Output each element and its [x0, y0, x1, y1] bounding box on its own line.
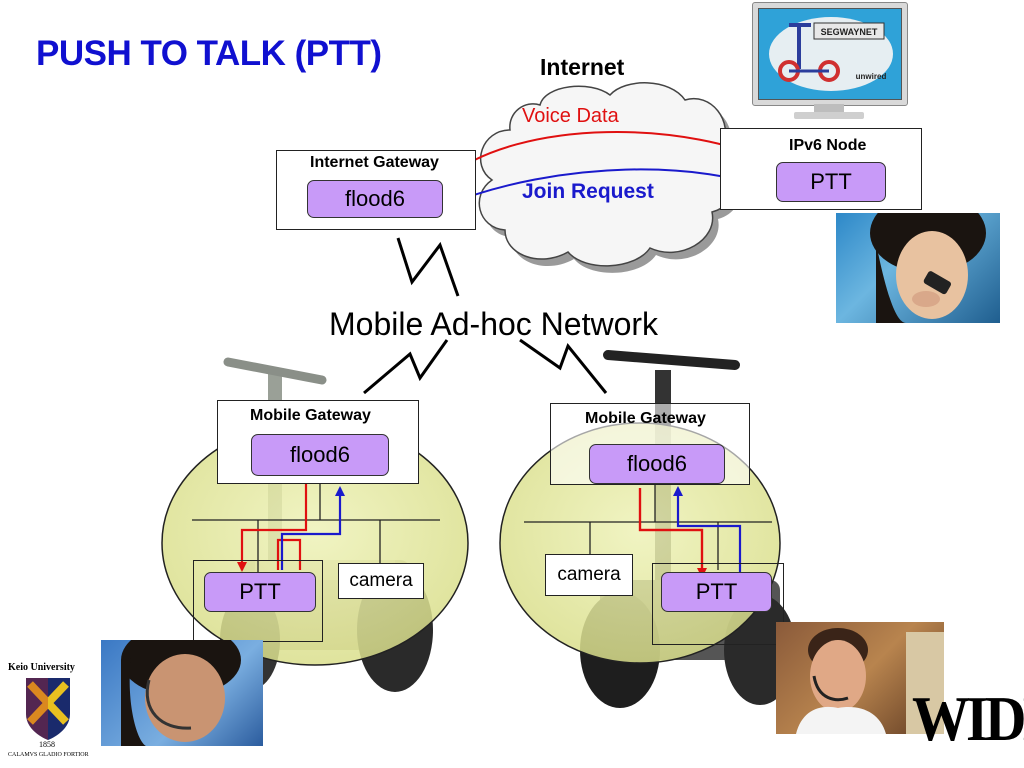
internet-gateway-flood6-module: flood6 — [307, 180, 443, 218]
segwaynet-logo-subtext: unwired — [856, 72, 887, 81]
woman-headset-photo — [101, 640, 263, 746]
wireless-link-icon — [363, 237, 608, 395]
join-request-label: Join Request — [522, 180, 654, 203]
segwaynet-logo: SEGWAYNET unwired — [758, 8, 902, 100]
keio-university-name: Keio University — [8, 662, 75, 673]
ptt-right-module: PTT — [661, 572, 772, 612]
ptt-device-right-box — [652, 563, 784, 645]
segwaynet-logo-text: SEGWAYNET — [821, 27, 878, 37]
mobile-gateway-left-label: Mobile Gateway — [250, 407, 371, 424]
ptt-left-module: PTT — [204, 572, 316, 612]
internal-arrows-right — [638, 486, 742, 580]
lan-bus-right — [524, 484, 772, 570]
internet-label: Internet — [540, 54, 625, 80]
page-title: PUSH TO TALK (PTT) — [36, 34, 382, 73]
monitor-icon: SEGWAYNET unwired — [752, 2, 908, 122]
ipv6-node-label: IPv6 Node — [789, 137, 867, 154]
mobile-gateway-right-label: Mobile Gateway — [585, 410, 706, 427]
keio-year: 1858 — [39, 740, 55, 749]
internal-arrows-left — [237, 484, 345, 572]
woman-phone-photo — [836, 213, 1000, 323]
man-headset-photo — [776, 622, 944, 734]
manet-label: Mobile Ad-hoc Network — [329, 306, 659, 342]
camera-right-box: camera — [545, 554, 633, 596]
voice-data-label: Voice Data — [522, 105, 619, 127]
lan-bus-left — [192, 484, 440, 572]
camera-left-box: camera — [338, 563, 424, 599]
internet-gateway-label: Internet Gateway — [310, 154, 439, 171]
mobile-gateway-left-flood6-module: flood6 — [251, 434, 389, 476]
mobile-gateway-right-flood6-module: flood6 — [589, 444, 725, 484]
keio-motto: CALAMVS GLADIO FORTIOR — [8, 752, 89, 758]
ipv6-node-ptt-module: PTT — [776, 162, 886, 202]
keio-university-logo: Keio University 1858 CALAMVS GLADIO FORT… — [4, 660, 92, 766]
wide-logo: WIDE — [912, 683, 1024, 754]
